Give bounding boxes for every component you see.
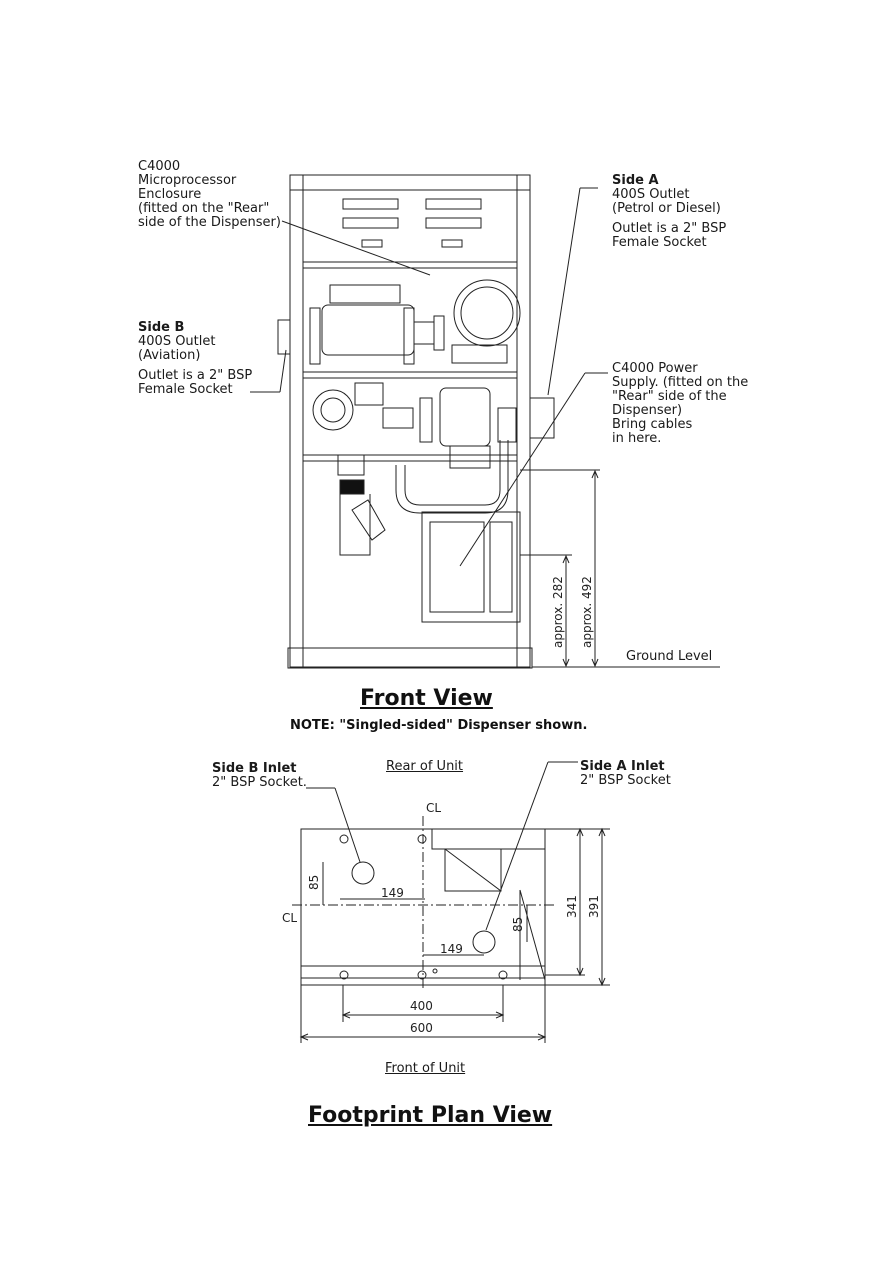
- approx-492-text: approx. 492: [580, 576, 594, 648]
- enclosure-label: C4000 Microprocessor Enclosure (fitted o…: [138, 159, 281, 230]
- cabinet-outline: [289, 174, 531, 668]
- dim-341-text: 341: [565, 895, 579, 918]
- pump-motor: [453, 279, 521, 347]
- outlet-fitting: [337, 454, 365, 476]
- side-a-label: Side A 400S Outlet (Petrol or Diesel) Ou…: [612, 173, 727, 250]
- leader-enclosure: [281, 220, 431, 276]
- front-view-title: Front View: [360, 686, 493, 711]
- nozzle-fitting: [497, 407, 517, 443]
- approx-282-text: approx. 282: [551, 576, 565, 648]
- centerline-symbol-left: CL: [282, 911, 297, 925]
- pump-motor-cover: [460, 286, 514, 340]
- display-window: [342, 198, 399, 210]
- pipe-section: [382, 407, 414, 429]
- valve-block: [354, 382, 384, 406]
- front-of-unit-label: Front of Unit: [385, 1061, 466, 1076]
- hose-loop: [404, 440, 501, 506]
- leader-side-b: [279, 349, 287, 393]
- plan-view-title: Footprint Plan View: [308, 1103, 553, 1128]
- meter-body: [321, 304, 415, 356]
- air-separator: [439, 387, 491, 447]
- y-strainer: [351, 499, 386, 541]
- pump-base: [451, 344, 508, 364]
- centerline-symbol-top: CL: [426, 801, 441, 815]
- side-b-label: Side B 400S Outlet (Aviation) Outlet is …: [138, 320, 253, 397]
- leader-side-a-inlet: [485, 761, 549, 931]
- dim-391-text: 391: [587, 895, 601, 918]
- flange-left: [309, 307, 321, 365]
- plan-pump-housing: [444, 848, 502, 892]
- side-a-inlet-circle: [472, 930, 496, 954]
- ground-level-label: Ground Level: [626, 649, 713, 664]
- dim-85-left-text: 85: [307, 875, 321, 890]
- side-b-inlet-circle: [351, 861, 375, 885]
- cabinet-base: [287, 647, 533, 669]
- side-b-inlet-label: Side B Inlet 2" BSP Socket.: [212, 761, 307, 790]
- power-supply-label: C4000 Power Supply. (fitted on the "Rear…: [612, 361, 749, 446]
- side-a-outlet-box: [529, 397, 555, 439]
- meter-top: [329, 284, 401, 304]
- dim-400-text: 400: [410, 999, 433, 1013]
- pipe-connector: [413, 321, 435, 345]
- display-window: [425, 217, 482, 229]
- flange: [433, 315, 445, 351]
- leader-side-b-inlet: [334, 787, 361, 863]
- filter-housing: [339, 494, 371, 556]
- front-view-note: NOTE: "Singled-sided" Dispenser shown.: [290, 718, 588, 733]
- display-small-window: [361, 239, 383, 248]
- dim-149-bottom-text: 149: [440, 942, 463, 956]
- display-window: [425, 198, 482, 210]
- dim-600-text: 600: [410, 1021, 433, 1035]
- flange: [419, 397, 433, 443]
- power-supply-box: [421, 511, 521, 623]
- flange-right: [403, 307, 415, 365]
- side-b-outlet-box: [277, 319, 291, 355]
- dim-149-top-text: 149: [381, 886, 404, 900]
- display-small-window: [441, 239, 463, 248]
- rear-of-unit-label: Rear of Unit: [386, 759, 464, 774]
- dim-85-right-text: 85: [511, 917, 525, 932]
- display-window: [342, 217, 399, 229]
- strainer-disc: [312, 389, 354, 431]
- side-a-inlet-label: Side A Inlet 2" BSP Socket: [580, 759, 671, 788]
- leader-side-a: [547, 187, 581, 396]
